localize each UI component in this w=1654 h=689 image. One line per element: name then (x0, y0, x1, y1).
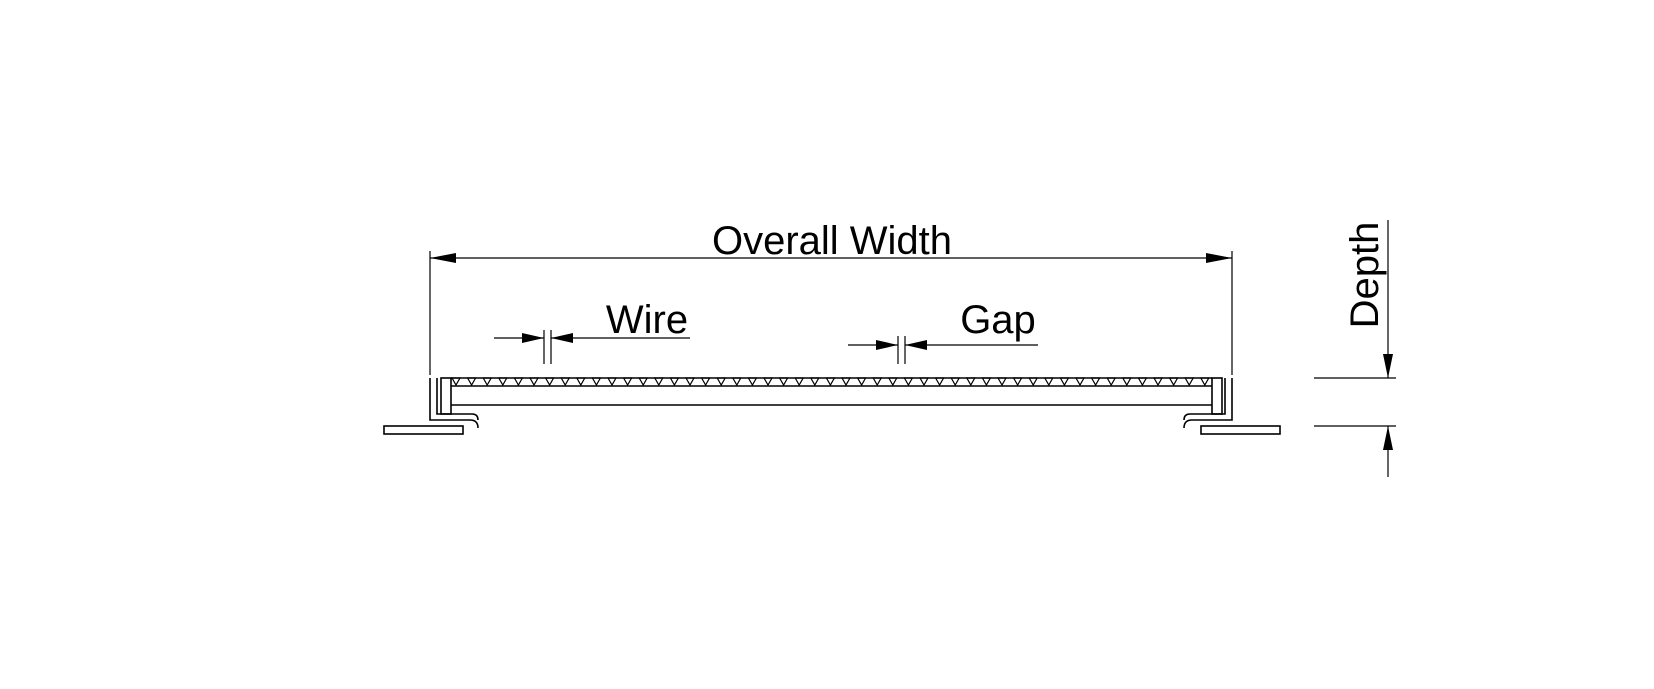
wedge-wire (872, 377, 883, 387)
wedge-wire (981, 377, 992, 387)
wedge-wire (1043, 377, 1054, 387)
wedge-wire (903, 377, 914, 387)
gap-label: Gap (960, 298, 1036, 342)
wedge-wire (809, 377, 820, 387)
wedge-wire (1137, 377, 1148, 387)
wedge-wire (778, 377, 789, 387)
wedge-wire (591, 377, 602, 387)
overall-width-arrow-left (430, 253, 456, 263)
wedge-wire (1152, 377, 1164, 387)
wedge-wire (669, 377, 680, 387)
wedge-wire (794, 377, 805, 387)
wedge-wire (731, 377, 742, 387)
right-frame-angle (1183, 378, 1233, 429)
wedge-wire (840, 377, 852, 387)
right-frame (1183, 377, 1281, 435)
wedge-wire (1168, 377, 1179, 387)
right-base-plate (1200, 425, 1281, 435)
wedge-wire (1199, 377, 1210, 387)
overall-width-arrow-right (1206, 253, 1232, 263)
left-frame-angle (429, 378, 479, 429)
left-frame (383, 377, 479, 435)
wedge-wire (1028, 377, 1039, 387)
wedge-wire (716, 377, 727, 387)
wedge-wire (622, 377, 633, 387)
wedge-wire (575, 377, 586, 387)
wedge-wire (1012, 377, 1023, 387)
left-base-plate (383, 425, 464, 435)
wedge-wire (482, 377, 493, 387)
wedge-wire (1184, 377, 1195, 387)
wedge-wire (606, 377, 618, 387)
wedge-wire (450, 377, 462, 387)
wedge-wire (1121, 377, 1132, 387)
wire-arrow-left (522, 333, 544, 343)
wedge-wire (1074, 377, 1086, 387)
wedge-wire (544, 377, 555, 387)
wedge-wire (466, 377, 477, 387)
wedge-wire (684, 377, 696, 387)
wedge-wire (825, 377, 836, 387)
wedge-wire (950, 377, 961, 387)
wedge-wire (700, 377, 711, 387)
wedge-wire (918, 377, 930, 387)
wedge-wire (560, 377, 571, 387)
wedge-wire (497, 377, 508, 387)
wedge-wire (747, 377, 758, 387)
wedge-wire (965, 377, 976, 387)
gap-dimension: Gap (848, 298, 1038, 364)
right-frame-channel (1211, 377, 1223, 415)
wedge-wire (762, 377, 774, 387)
wedge-wire (638, 377, 649, 387)
depth-label: Depth (1343, 222, 1387, 329)
wedge-wire (653, 377, 664, 387)
wedge-wire (1090, 377, 1101, 387)
wedge-wire (513, 377, 524, 387)
wedge-wire (528, 377, 540, 387)
right-frame-angle-inner (1183, 378, 1226, 421)
overall-width-label: Overall Width (712, 219, 952, 263)
wedge-wire (1106, 377, 1117, 387)
wire-label: Wire (606, 298, 688, 342)
gap-arrow-left (876, 340, 898, 350)
grate-body (450, 377, 1212, 406)
overall-width-dimension: Overall Width (429, 219, 1233, 375)
wedge-wire (887, 377, 898, 387)
wedge-wire (856, 377, 867, 387)
wedge-wire (1059, 377, 1070, 387)
depth-arrow-bottom (1383, 426, 1393, 450)
depth-dimension: Depth (1314, 220, 1396, 477)
depth-arrow-top (1383, 354, 1393, 378)
wire-dimension: Wire (494, 298, 690, 364)
wedge-wires (450, 377, 1210, 387)
left-frame-angle-inner (436, 378, 479, 421)
wedge-wire (996, 377, 1008, 387)
wedge-wire (934, 377, 945, 387)
left-frame-channel (440, 377, 452, 415)
